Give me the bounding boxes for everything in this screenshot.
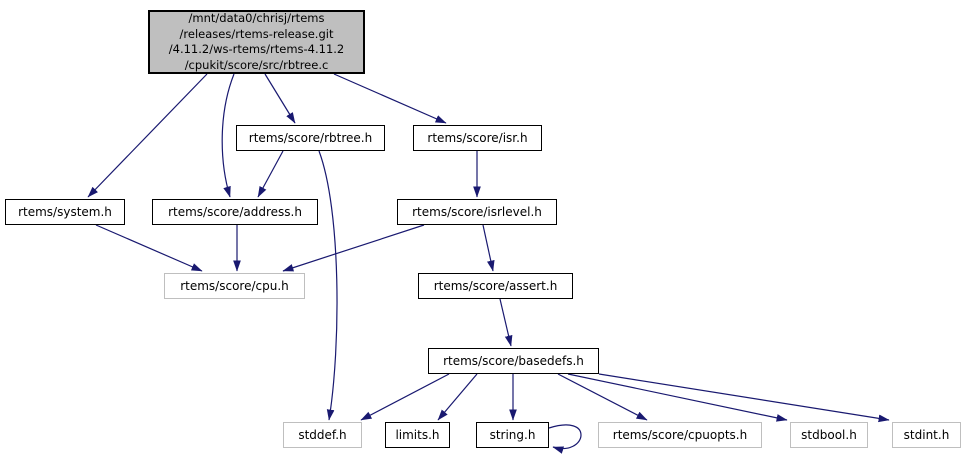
node-assert-h[interactable]: rtems/score/assert.h [418,273,573,299]
edge-basedefs-h-to-limits-h [437,373,478,421]
edge-basedefs-h-to-stdint-h [598,373,890,423]
edge-rbtree-c-to-system-h [87,73,208,198]
node-basedefs-h[interactable]: rtems/score/basedefs.h [428,348,599,374]
edge-assert-h-to-basedefs-h [499,298,513,347]
node-stdint-h: stdint.h [892,422,961,448]
node-system-h[interactable]: rtems/system.h [5,199,125,225]
edge-rbtree-c-to-rbtree-h [264,73,296,124]
edge-isrlevel-h-to-assert-h [482,224,495,272]
node-cpu-h: rtems/score/cpu.h [164,273,305,299]
node-string-h[interactable]: string.h [476,422,549,448]
edge-rbtree-c-to-isr-h [333,73,447,124]
edge-basedefs-h-to-stdbool-h [567,373,788,422]
edge-isrlevel-h-to-cpu-h [282,224,425,272]
node-limits-h[interactable]: limits.h [385,422,450,448]
node-rbtree-h[interactable]: rtems/score/rbtree.h [236,125,385,151]
node-address-h[interactable]: rtems/score/address.h [152,199,318,225]
edge-rbtree-c-to-address-h [221,73,235,198]
edge-basedefs-h-to-stddef-h [360,373,450,421]
node-stddef-h: stddef.h [283,422,362,448]
edge-rbtree-h-to-address-h [257,150,284,198]
node-cpuopts-h: rtems/score/cpuopts.h [598,422,762,448]
edge-basedefs-h-to-cpuopts-h [557,373,648,421]
node-stdbool-h: stdbool.h [790,422,868,448]
node-rbtree-c-root: /mnt/data0/chrisj/rtems /releases/rtems-… [148,10,365,74]
edge-string-h-self-loop [548,424,582,454]
edge-rbtree-h-to-stddef-h [318,150,338,421]
node-isrlevel-h[interactable]: rtems/score/isrlevel.h [397,199,557,225]
node-isr-h[interactable]: rtems/score/isr.h [413,125,542,151]
edge-system-h-to-cpu-h [95,224,203,272]
